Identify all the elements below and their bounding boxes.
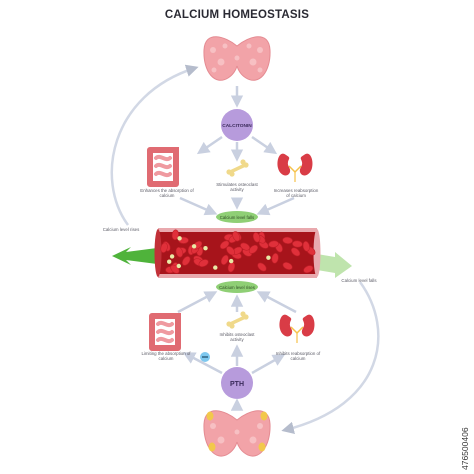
loop-arrow-left <box>110 64 199 226</box>
parathyroid-gland-icon <box>258 442 266 452</box>
red-blood-cell-icon <box>268 240 279 248</box>
arrow-calcitonin-intestine <box>196 135 223 155</box>
level-falls-pill <box>216 211 258 223</box>
arrow-kidney-falls <box>256 196 295 216</box>
calcium-particle-icon <box>266 255 271 260</box>
arrow-intestine-falls <box>179 196 218 216</box>
bottom-thyroid-icon <box>203 410 271 457</box>
id-sidebar: 476500406 <box>458 0 474 474</box>
arrow-pth-intestine <box>182 352 223 375</box>
calcitonin-label: CALCITONIN <box>222 123 252 129</box>
red-blood-cell-icon <box>248 244 258 254</box>
level-rises-pill <box>216 281 258 293</box>
image-id-label: 476500406 <box>460 427 470 470</box>
calcium-particle-icon <box>203 246 208 251</box>
calcium-particle-icon <box>213 265 218 270</box>
red-blood-cell-icon <box>220 254 229 265</box>
caption-bottom-intestine: Limiting the absorption of calcium <box>141 351 191 362</box>
caption-top-bone: Stimulates osteoclast activity <box>216 182 258 193</box>
red-blood-cell-icon <box>252 232 261 243</box>
red-blood-cell-icon <box>257 262 267 272</box>
bottom-intestine-icon <box>149 313 181 351</box>
red-blood-cell-icon <box>271 253 279 264</box>
calcitonin-node <box>221 109 253 141</box>
arrow-pth-kidney <box>251 354 286 375</box>
red-blood-cell-icon <box>292 240 303 248</box>
calcium-particle-icon <box>169 254 175 259</box>
top-thyroid-icon <box>203 36 271 81</box>
red-blood-cell-icon <box>181 256 191 266</box>
red-blood-cell-icon <box>226 246 236 256</box>
calcium-particle-icon <box>191 244 197 249</box>
caption-top-intestine: Enhances the absorption of calcium <box>140 188 194 199</box>
level-rises-label: Calcium level rises <box>219 285 255 290</box>
red-blood-cell-icon <box>302 241 310 252</box>
caption-bottom-bone: Inhibits osteoclast activity <box>219 332 255 343</box>
calcium-particle-icon <box>229 258 234 264</box>
calcium-particle-icon <box>176 263 181 269</box>
level-falls-label: Calcium level falls <box>220 215 254 220</box>
red-blood-cell-icon <box>232 231 241 242</box>
green-arrow-right <box>317 252 352 278</box>
arrow-intestine-rises <box>177 291 218 314</box>
loop-arrow-right <box>281 281 380 434</box>
red-blood-cell-icon <box>175 246 184 258</box>
calcium-particle-icon <box>177 236 182 241</box>
red-blood-cell-icon <box>160 242 168 253</box>
page-title: CALCIUM HOMEOSTASIS <box>164 9 310 21</box>
green-arrow-left <box>112 247 157 265</box>
parathyroid-gland-icon <box>260 411 268 421</box>
red-blood-cell-icon <box>171 229 179 241</box>
arrow-kidney-rises <box>256 291 297 314</box>
parathyroid-gland-icon <box>208 442 216 452</box>
red-blood-cell-icon <box>198 259 209 267</box>
pth-node <box>221 367 253 399</box>
blood-vessel <box>154 228 321 278</box>
red-blood-cell-icon <box>303 265 314 274</box>
red-blood-cell-icon <box>282 236 293 244</box>
side-label-rises: Calcium level rises <box>102 227 140 232</box>
caption-bottom-kidney: Inhibits reabsorption of calcium <box>275 351 321 362</box>
caption-top-kidney: Increases reabsorption of calcium <box>273 188 319 199</box>
arrow-calcitonin-kidney <box>251 135 278 155</box>
pth-label: PTH <box>230 381 244 388</box>
bottom-kidney-icon <box>279 314 315 343</box>
bottom-bone-icon <box>226 311 249 329</box>
top-bone-icon <box>226 159 249 177</box>
calcium-particle-icon <box>167 259 172 264</box>
top-intestine-icon <box>147 147 179 187</box>
red-blood-cell-icon <box>282 262 293 270</box>
red-blood-cell-icon <box>291 247 301 257</box>
parathyroid-gland-icon <box>206 411 214 421</box>
top-kidney-icon <box>277 153 313 182</box>
side-label-falls: Calcium level falls <box>341 278 377 283</box>
